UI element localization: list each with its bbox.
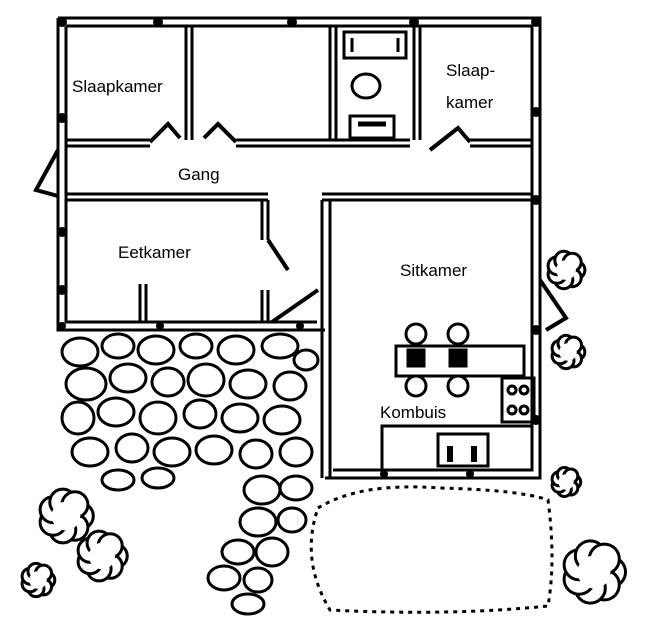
room-label-bedroom-right-line1: Slaap- — [446, 61, 495, 80]
patio-stone — [260, 332, 300, 360]
doors — [33, 121, 569, 332]
patio-stone — [262, 404, 302, 436]
shrub — [562, 539, 627, 605]
bathroom-fixtures — [342, 30, 408, 140]
toilet — [350, 72, 382, 100]
shrubs — [20, 249, 627, 605]
patio-stone — [292, 348, 320, 372]
patio-stone — [194, 434, 234, 466]
interior-walls — [66, 26, 532, 478]
shrub — [550, 333, 587, 371]
room-label-hallway: Gang — [178, 165, 220, 184]
shrub — [20, 561, 57, 599]
kitchen-counter-bottom — [380, 424, 534, 472]
patio-stone — [242, 566, 274, 594]
shrub — [546, 249, 587, 291]
patio-stone — [140, 466, 176, 490]
patio-stone — [238, 438, 274, 470]
patio-stone — [100, 468, 136, 492]
room-label-bedroom-right-line2: kamer — [446, 93, 494, 112]
washbasin — [348, 114, 396, 140]
patio-stone — [278, 474, 314, 502]
patio-stone — [70, 436, 110, 468]
patio-stone — [272, 370, 308, 402]
room-label-bedroom-left: Slaapkamer — [72, 77, 163, 96]
patio-stone — [136, 334, 176, 366]
lawn — [309, 485, 554, 614]
room-label-kitchen: Kombuis — [380, 403, 446, 422]
patio-stone — [230, 592, 266, 616]
patio-stone — [206, 564, 242, 592]
patio-stone — [216, 334, 256, 366]
patio-stone — [152, 436, 192, 468]
patio-stone — [178, 332, 214, 360]
patio-stone — [150, 366, 186, 398]
kitchen-fixtures — [380, 344, 536, 472]
patio-stone — [60, 336, 100, 368]
patio-stone — [276, 506, 308, 534]
patio-stone — [220, 402, 260, 434]
patio-stone — [182, 398, 218, 430]
room-label-dining-room: Eetkamer — [118, 243, 191, 262]
shrub — [38, 487, 95, 545]
patio-stone — [278, 436, 314, 468]
patio-stone — [254, 536, 290, 568]
shrub — [550, 466, 583, 498]
stone-patio — [60, 332, 320, 616]
shrub — [76, 529, 129, 583]
patio-stone — [64, 366, 108, 402]
sink — [436, 432, 490, 468]
patio-stone — [114, 432, 150, 464]
patio-stone — [186, 362, 226, 398]
bar-stools — [404, 322, 470, 398]
room-label-living-room: Sitkamer — [400, 261, 467, 280]
bathtub — [342, 30, 408, 60]
patio-stone — [108, 362, 148, 394]
patio-stone — [138, 400, 178, 436]
patio-stone — [100, 332, 136, 360]
patio-stone — [238, 506, 278, 538]
patio-stone — [220, 538, 256, 566]
patio-stone — [96, 396, 136, 428]
patio-stone — [228, 368, 268, 400]
patio-stone — [242, 474, 282, 506]
patio-stone — [60, 400, 96, 436]
stove — [500, 376, 536, 424]
